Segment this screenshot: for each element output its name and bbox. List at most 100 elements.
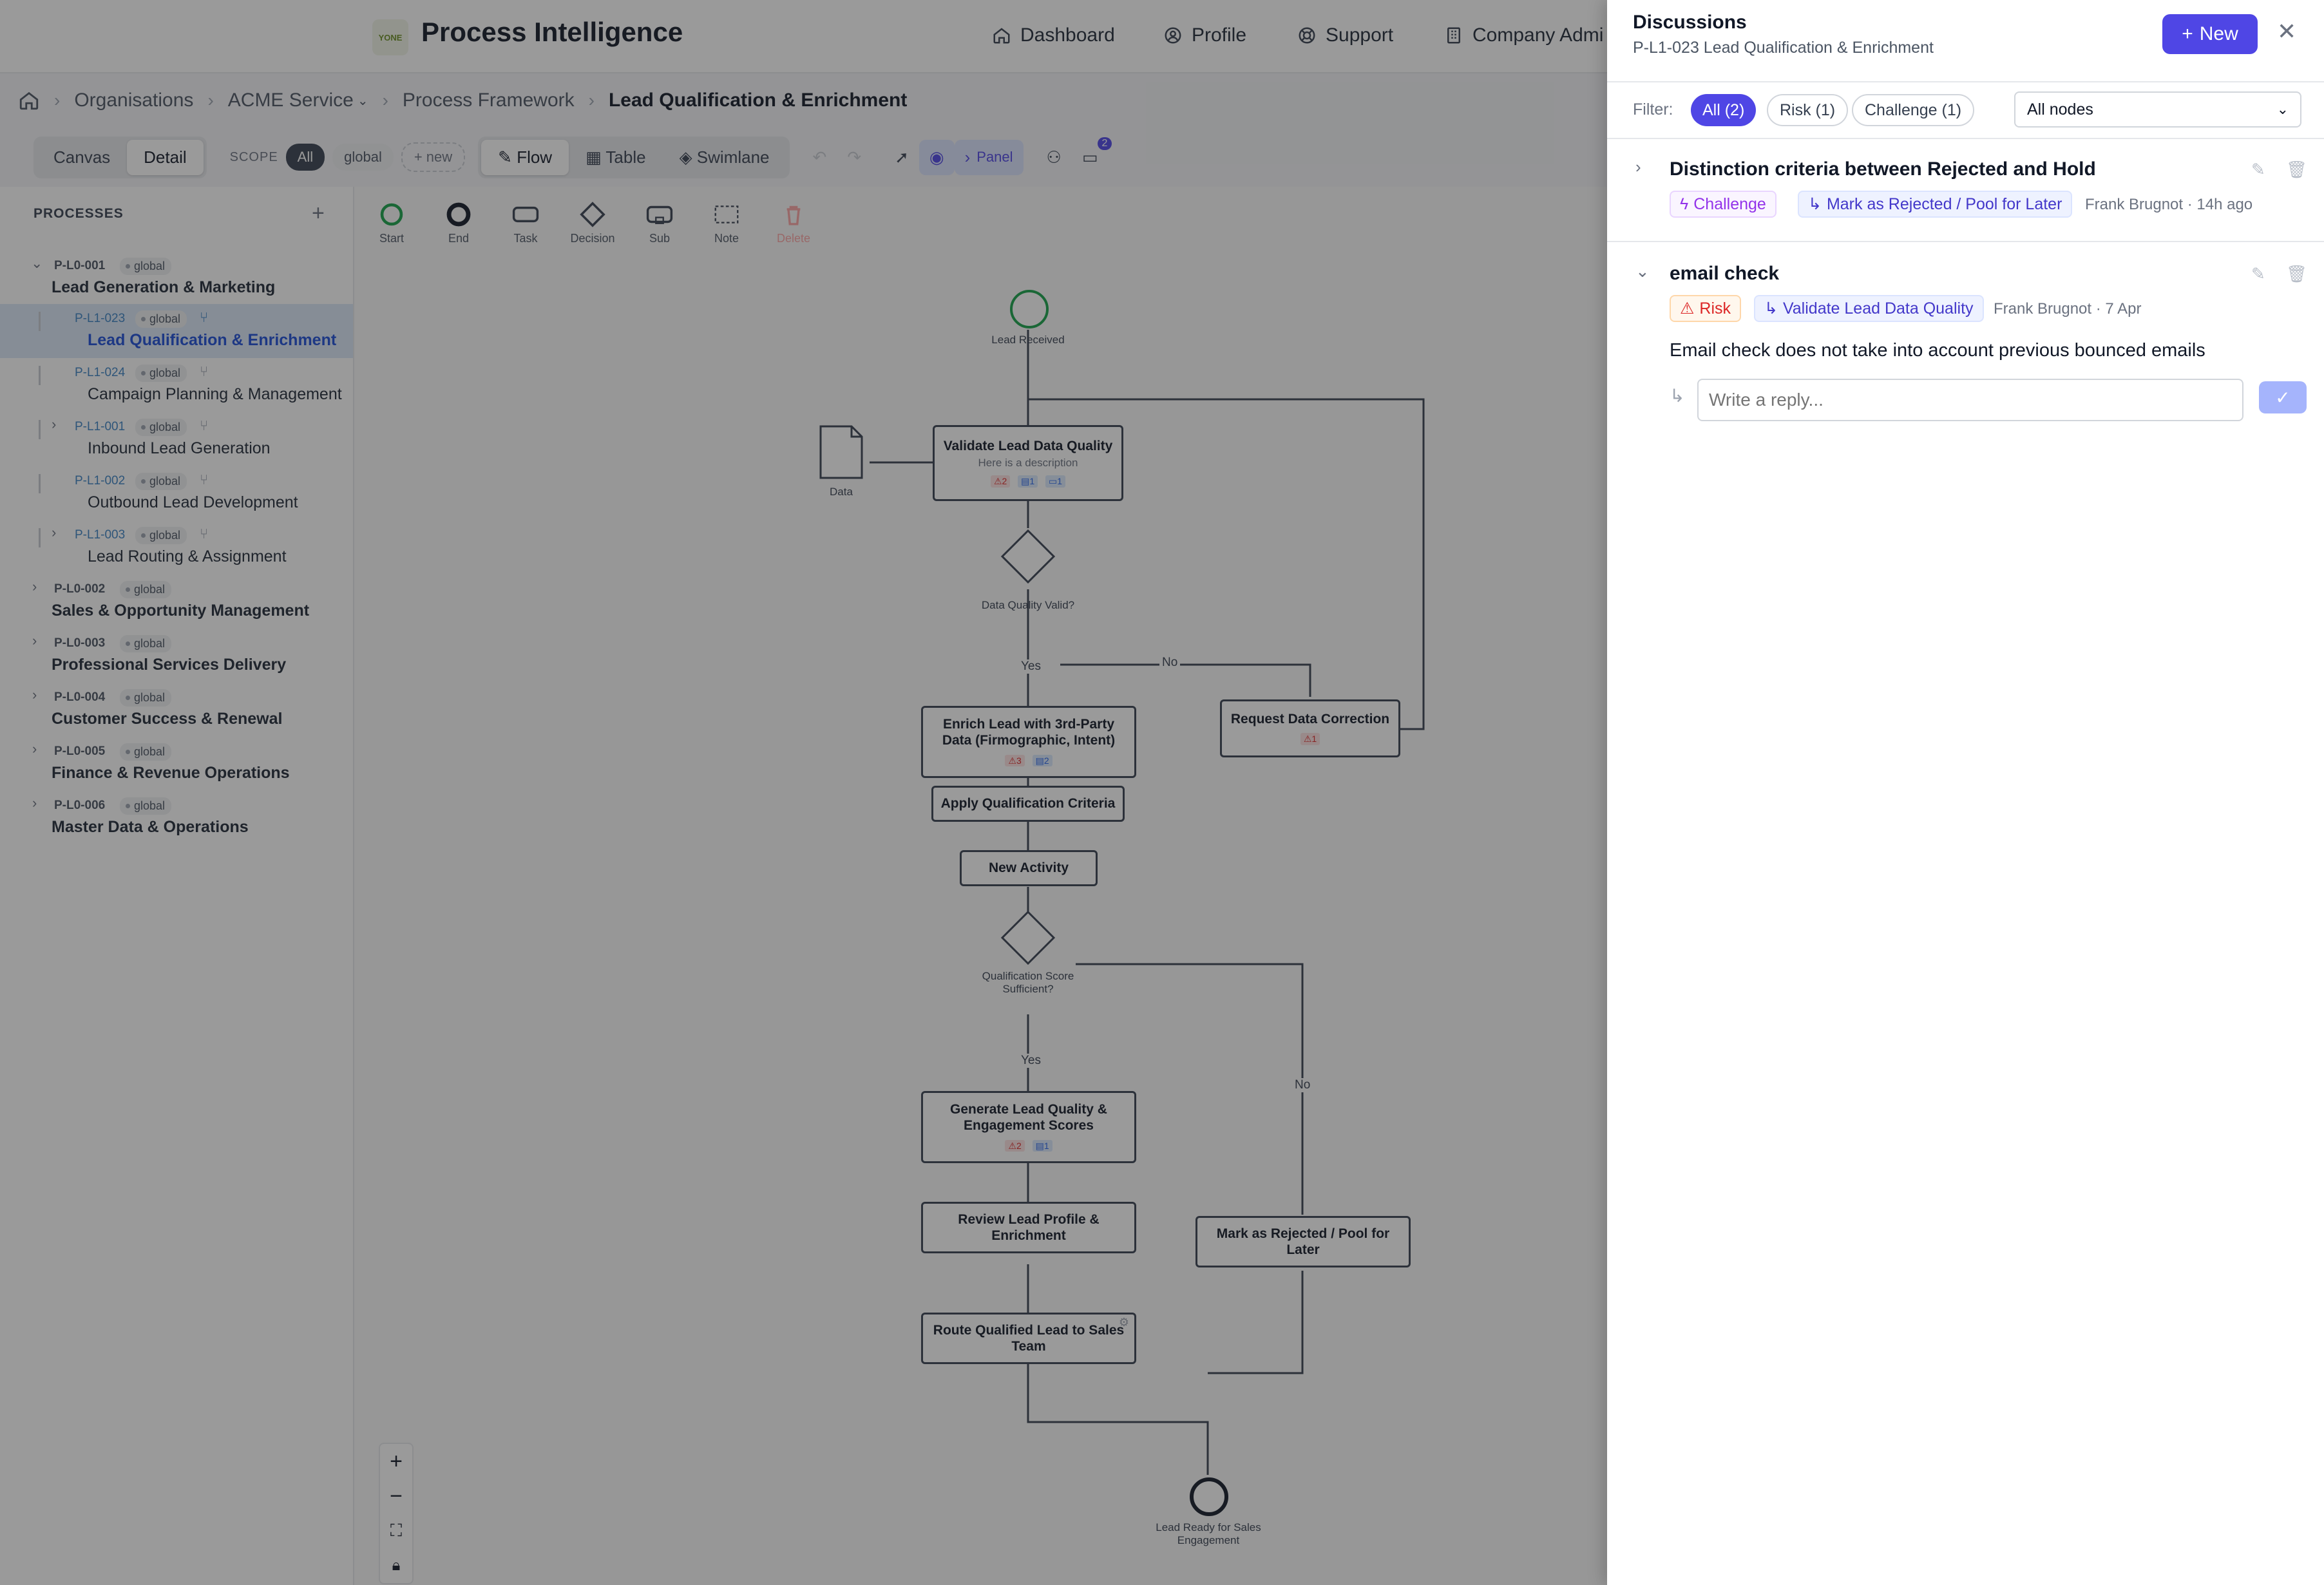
- tree-item-p-l0-003[interactable]: › P-L0-003 global Professional Services …: [0, 629, 353, 683]
- tree-item-p-l1-023[interactable]: P-L1-023 global ⑂ Lead Qualification & E…: [0, 304, 353, 358]
- task-mark-as-rejected[interactable]: Mark as Rejected / Pool for Later: [1195, 1216, 1411, 1267]
- task-title: Enrich Lead with 3rd-Party Data (Firmogr…: [942, 717, 1116, 748]
- chevron-right-icon[interactable]: ›: [32, 741, 37, 757]
- end-event-node[interactable]: [1188, 1476, 1230, 1517]
- task-request-data-correction[interactable]: Request Data Correction ⚠1: [1220, 699, 1400, 757]
- tree-item-p-l1-002[interactable]: P-L1-002 global ⑂ Outbound Lead Developm…: [0, 466, 353, 520]
- chevron-right-icon[interactable]: ›: [32, 632, 37, 649]
- start-event-node[interactable]: [1009, 289, 1050, 330]
- task-new-activity[interactable]: New Activity: [960, 850, 1098, 886]
- comments-button[interactable]: ▭ 2: [1072, 137, 1112, 175]
- palette-delete[interactable]: Delete: [769, 200, 818, 245]
- nav-company-admin[interactable]: Company Admi: [1444, 19, 1603, 52]
- nav-dashboard[interactable]: Dashboard: [992, 19, 1115, 52]
- decision-data-quality-valid[interactable]: [1000, 528, 1056, 585]
- chevron-down-icon[interactable]: ⌄: [1635, 261, 1650, 281]
- tree-guide: [39, 366, 41, 385]
- app-logo[interactable]: YONE: [372, 19, 408, 55]
- nav-profile[interactable]: Profile: [1163, 19, 1246, 52]
- node-filter-select[interactable]: All nodes ⌄: [2014, 91, 2301, 128]
- chevron-down-icon[interactable]: ⌄: [31, 255, 43, 271]
- discussion-thread[interactable]: ⌄ email check ✎ 🗑︎ ⚠ Risk ↳ Validate Lea…: [1607, 242, 2324, 444]
- zoom-in-button[interactable]: +: [390, 1448, 403, 1474]
- data-object-node[interactable]: [818, 424, 864, 480]
- zoom-out-button[interactable]: −: [390, 1483, 403, 1508]
- filter-challenge-chip[interactable]: Challenge (1): [1852, 94, 1975, 126]
- table-view-button[interactable]: ▦ Table: [586, 147, 646, 167]
- add-process-icon[interactable]: +: [312, 201, 325, 225]
- tree-item-p-l1-024[interactable]: P-L1-024 global ⑂ Campaign Planning & Ma…: [0, 358, 353, 412]
- chevron-right-icon[interactable]: ›: [52, 524, 57, 540]
- send-reply-button[interactable]: ✓: [2259, 381, 2307, 413]
- chevron-right-icon[interactable]: ›: [32, 687, 37, 703]
- palette-decision[interactable]: Decision: [568, 200, 617, 245]
- palette-note[interactable]: Note: [702, 200, 751, 245]
- chevron-right-icon[interactable]: ›: [1635, 157, 1641, 176]
- breadcrumb-acme-service[interactable]: ACME Service: [227, 90, 354, 111]
- chevron-right-icon[interactable]: ›: [32, 795, 37, 811]
- undo-icon[interactable]: ↶: [812, 147, 827, 167]
- process-name: Campaign Planning & Management: [88, 385, 342, 403]
- sidebar-heading: PROCESSES: [33, 206, 124, 221]
- decision-label: Data Quality Valid?: [981, 599, 1075, 611]
- task-route-qualified-lead[interactable]: Route Qualified Lead to Sales Team ⚙: [921, 1313, 1136, 1364]
- pointer-icon[interactable]: ➚: [895, 147, 909, 167]
- discussion-thread[interactable]: › Distinction criteria between Rejected …: [1607, 138, 2324, 242]
- palette-task[interactable]: Task: [501, 200, 550, 245]
- scope-global-chip[interactable]: global: [332, 144, 394, 171]
- tree-item-p-l0-005[interactable]: › P-L0-005 global Finance & Revenue Oper…: [0, 737, 353, 791]
- new-discussion-button[interactable]: + New: [2162, 14, 2258, 54]
- tree-item-p-l0-002[interactable]: › P-L0-002 global Sales & Opportunity Ma…: [0, 574, 353, 629]
- fit-view-icon[interactable]: ⛶: [390, 1521, 403, 1540]
- decision-qualification-score-sufficient[interactable]: [1000, 909, 1056, 966]
- panel-toggle-label: Panel: [976, 149, 1013, 165]
- linked-node-tag[interactable]: ↳ Mark as Rejected / Pool for Later: [1798, 191, 2073, 218]
- zoom-controls: + − ⛶ 🔒︎: [379, 1443, 414, 1584]
- modal-backdrop[interactable]: [0, 0, 1607, 1585]
- swimlane-view-button[interactable]: ◈ Swimlane: [679, 147, 770, 167]
- tree-item-p-l1-003[interactable]: › P-L1-003 global ⑂ Lead Routing & Assig…: [0, 520, 353, 574]
- chevron-down-icon[interactable]: ⌄: [357, 93, 368, 108]
- tree-item-p-l0-006[interactable]: › P-L0-006 global Master Data & Operatio…: [0, 791, 353, 845]
- edit-icon[interactable]: ✎: [2251, 160, 2265, 179]
- task-review-lead-profile[interactable]: Review Lead Profile & Enrichment: [921, 1202, 1136, 1253]
- task-generate-lead-scores[interactable]: Generate Lead Quality & Engagement Score…: [921, 1091, 1136, 1163]
- edit-icon[interactable]: ✎: [2251, 264, 2265, 283]
- chevron-right-icon[interactable]: ›: [32, 578, 37, 594]
- tree-item-p-l0-001[interactable]: ⌄ P-L0-001 global Lead Generation & Mark…: [0, 251, 353, 305]
- linked-node-tag[interactable]: ↳ Validate Lead Data Quality: [1754, 295, 1984, 322]
- filter-all-chip[interactable]: All (2): [1691, 94, 1757, 126]
- palette-sub[interactable]: Sub: [635, 200, 684, 245]
- filter-risk-chip[interactable]: Risk (1): [1767, 94, 1849, 126]
- trash-icon[interactable]: 🗑︎: [2286, 264, 2308, 283]
- scope-badge: global: [120, 689, 172, 707]
- discussions-panel: Discussions P-L1-023 Lead Qualification …: [1607, 0, 2324, 1585]
- close-icon[interactable]: ✕: [2277, 18, 2297, 44]
- chevron-right-icon[interactable]: ›: [52, 416, 57, 432]
- detail-mode-button[interactable]: Detail: [127, 139, 204, 175]
- home-icon[interactable]: [18, 90, 40, 111]
- redo-icon[interactable]: ↷: [847, 147, 862, 167]
- breadcrumb-process-framework[interactable]: Process Framework: [402, 90, 575, 111]
- thread-meta: Frank Brugnot · 7 Apr: [1994, 300, 2142, 318]
- tree-item-p-l0-004[interactable]: › P-L0-004 global Customer Success & Ren…: [0, 683, 353, 737]
- tree-item-p-l1-001[interactable]: › P-L1-001 global ⑂ Inbound Lead Generat…: [0, 412, 353, 466]
- lock-icon[interactable]: 🔒︎: [392, 1557, 401, 1574]
- panel-toggle-button[interactable]: › Panel: [954, 139, 1024, 175]
- scope-new-button[interactable]: + new: [401, 142, 466, 172]
- palette-end[interactable]: End: [434, 200, 483, 245]
- task-validate-lead-data-quality[interactable]: Validate Lead Data Quality Here is a des…: [933, 425, 1123, 501]
- trash-icon[interactable]: 🗑︎: [2286, 160, 2308, 179]
- nav-support[interactable]: Support: [1297, 19, 1393, 52]
- flow-view-button[interactable]: ✎ Flow: [481, 139, 569, 175]
- breadcrumb-organisations[interactable]: Organisations: [74, 90, 194, 111]
- task-enrich-lead[interactable]: Enrich Lead with 3rd-Party Data (Firmogr…: [921, 706, 1136, 778]
- scope-all-chip[interactable]: All: [285, 144, 325, 171]
- palette-start[interactable]: Start: [367, 200, 416, 245]
- risk-count-badge: ⚠2: [990, 475, 1011, 488]
- canvas-mode-button[interactable]: Canvas: [53, 147, 111, 167]
- task-apply-qualification-criteria[interactable]: Apply Qualification Criteria: [931, 786, 1125, 822]
- reply-input[interactable]: [1697, 379, 2243, 421]
- users-icon[interactable]: ⚇: [1046, 147, 1062, 167]
- eye-icon[interactable]: ◉: [919, 139, 955, 175]
